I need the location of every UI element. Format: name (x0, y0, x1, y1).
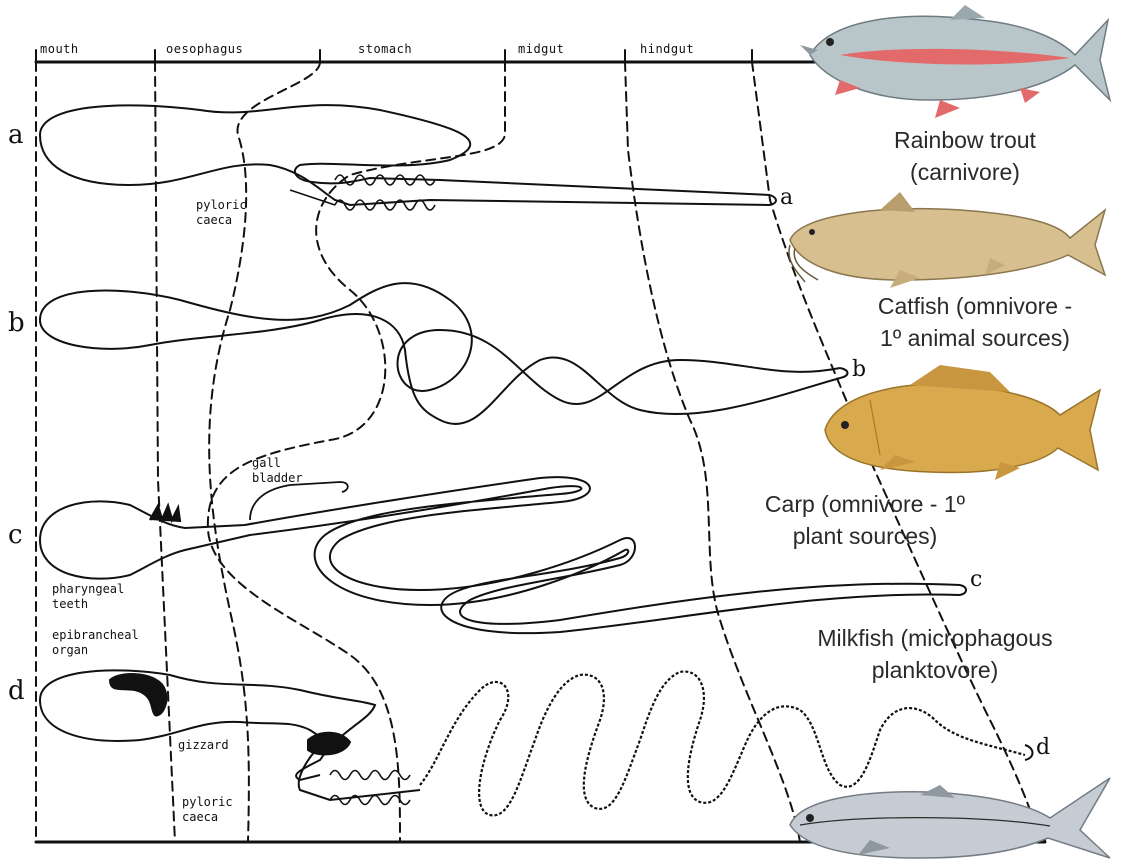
annotation-pharyngeal-teeth: pharyngeal teeth (52, 582, 124, 612)
gall-bladder-c (250, 482, 348, 520)
carp-icon (825, 365, 1100, 480)
gut-d-lower (40, 700, 420, 800)
end-label-d: d (1036, 735, 1050, 760)
row-label-c: c (8, 520, 23, 550)
pharyngeal-teeth-c (150, 506, 180, 522)
annotation-gall-bladder: gall bladder (252, 456, 303, 486)
annotation-pyloric-caeca-d: pyloric caeca (182, 795, 233, 825)
boundary-oesophagus-right (209, 62, 320, 842)
caption-carp: Carp (omnivore - 1º plant sources) (730, 488, 1000, 552)
pyloric-caeca-d-lower (330, 796, 410, 805)
segment-label-oesophagus: oesophagus (166, 42, 243, 56)
annotation-epibrancheal-organ: epibrancheal organ (52, 628, 139, 658)
annotation-pyloric-caeca-a: pyloric caeca (196, 198, 247, 228)
segment-label-mouth: mouth (40, 42, 79, 56)
segment-label-stomach: stomach (358, 42, 412, 56)
catfish-icon (789, 192, 1105, 288)
pyloric-caeca-a-pointer (290, 190, 335, 205)
caption-milkfish: Milkfish (microphagous planktovore) (780, 622, 1090, 686)
caption-catfish: Catfish (omnivore - 1º animal sources) (840, 290, 1110, 354)
row-label-a: a (8, 120, 24, 150)
segment-label-midgut: midgut (518, 42, 564, 56)
end-label-b: b (852, 357, 866, 382)
rainbow-trout-icon (800, 5, 1110, 118)
boundary-oesophagus-left (155, 62, 175, 842)
row-label-b: b (8, 308, 25, 338)
gizzard-d (308, 733, 350, 755)
epibrancheal-organ-d (110, 674, 166, 715)
caption-rainbow-trout: Rainbow trout (carnivore) (850, 124, 1080, 188)
annotation-gizzard: gizzard (178, 738, 229, 753)
milkfish-icon (790, 778, 1110, 858)
boundary-midgut-right (625, 62, 800, 842)
row-label-d: d (8, 676, 25, 706)
gut-a-lower (40, 135, 770, 205)
gut-row-a (40, 105, 776, 210)
gut-row-b (40, 283, 848, 424)
end-label-c: c (970, 567, 982, 592)
end-label-a: a (780, 185, 793, 210)
segment-label-hindgut: hindgut (640, 42, 694, 56)
